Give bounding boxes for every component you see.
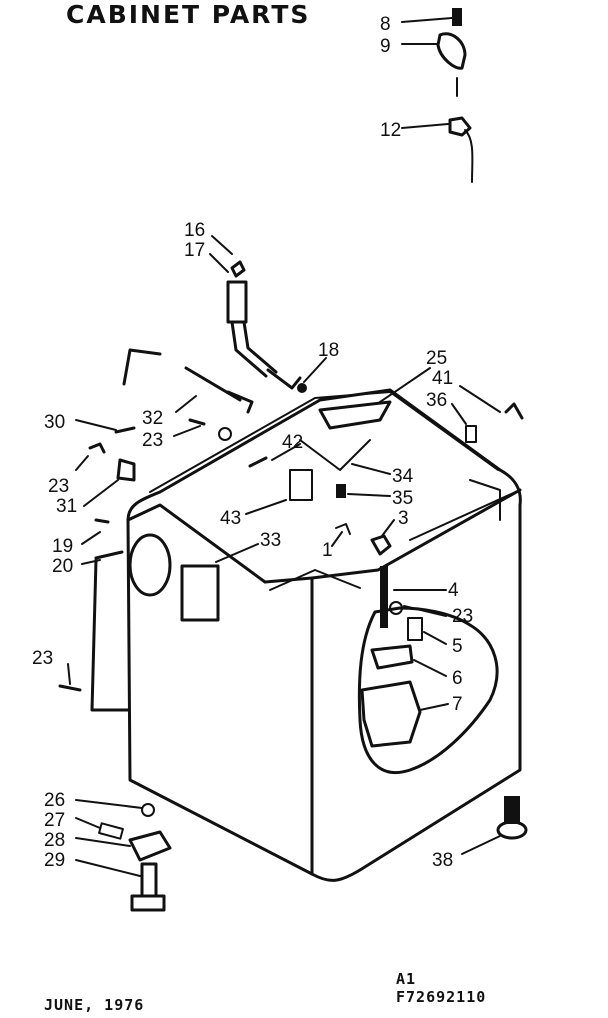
page-title: CABINET PARTS xyxy=(66,0,311,29)
callout-20: 20 xyxy=(52,556,73,577)
cabinet-top-details xyxy=(128,400,501,622)
footer-part-number: F72692110 xyxy=(396,988,487,1006)
footer-revision: A1 xyxy=(396,970,417,988)
callout-4: 4 xyxy=(448,580,459,601)
callout-35: 35 xyxy=(392,488,413,509)
callout-16: 16 xyxy=(184,220,205,241)
fill-hose xyxy=(226,260,307,393)
callout-1: 1 xyxy=(322,540,333,561)
callout-32: 32 xyxy=(142,408,163,429)
callout-34: 34 xyxy=(392,466,414,487)
callout-42: 42 xyxy=(282,432,303,453)
leader-lines xyxy=(67,17,501,877)
callout-43: 43 xyxy=(220,508,241,529)
callout-28: 28 xyxy=(44,830,65,851)
callout-6: 6 xyxy=(452,668,463,689)
hardware-top-right xyxy=(436,8,474,183)
callout-8: 8 xyxy=(380,14,391,35)
callout-3: 3 xyxy=(398,508,409,529)
callout-12: 12 xyxy=(380,120,401,141)
callout-5: 5 xyxy=(452,636,463,657)
callout-23-d: 23 xyxy=(32,648,53,669)
callout-17: 17 xyxy=(184,240,205,261)
footer-date: JUNE, 1976 xyxy=(44,996,145,1014)
callout-23-c: 23 xyxy=(452,606,473,627)
callout-36: 36 xyxy=(426,390,447,411)
callout-23-b: 23 xyxy=(48,476,69,497)
callout-41: 41 xyxy=(432,368,453,389)
callout-9: 9 xyxy=(380,36,391,57)
callout-19: 19 xyxy=(52,536,73,557)
callout-labels: 8 9 12 16 17 18 25 41 36 30 32 23 42 34 … xyxy=(32,14,473,871)
callout-7: 7 xyxy=(452,694,463,715)
callout-26: 26 xyxy=(44,790,65,811)
callout-29: 29 xyxy=(44,850,65,871)
callout-23-a: 23 xyxy=(142,430,163,451)
bottom-parts xyxy=(98,796,528,912)
callout-31: 31 xyxy=(56,496,77,517)
cabinet-body xyxy=(126,388,522,882)
left-hose-parts xyxy=(58,348,254,712)
callout-38: 38 xyxy=(432,850,453,871)
cutaway-parts xyxy=(248,402,524,748)
callout-25: 25 xyxy=(426,348,447,369)
callout-30: 30 xyxy=(44,412,65,433)
callout-33: 33 xyxy=(260,530,281,551)
callout-27: 27 xyxy=(44,810,65,831)
callout-18: 18 xyxy=(318,340,339,361)
